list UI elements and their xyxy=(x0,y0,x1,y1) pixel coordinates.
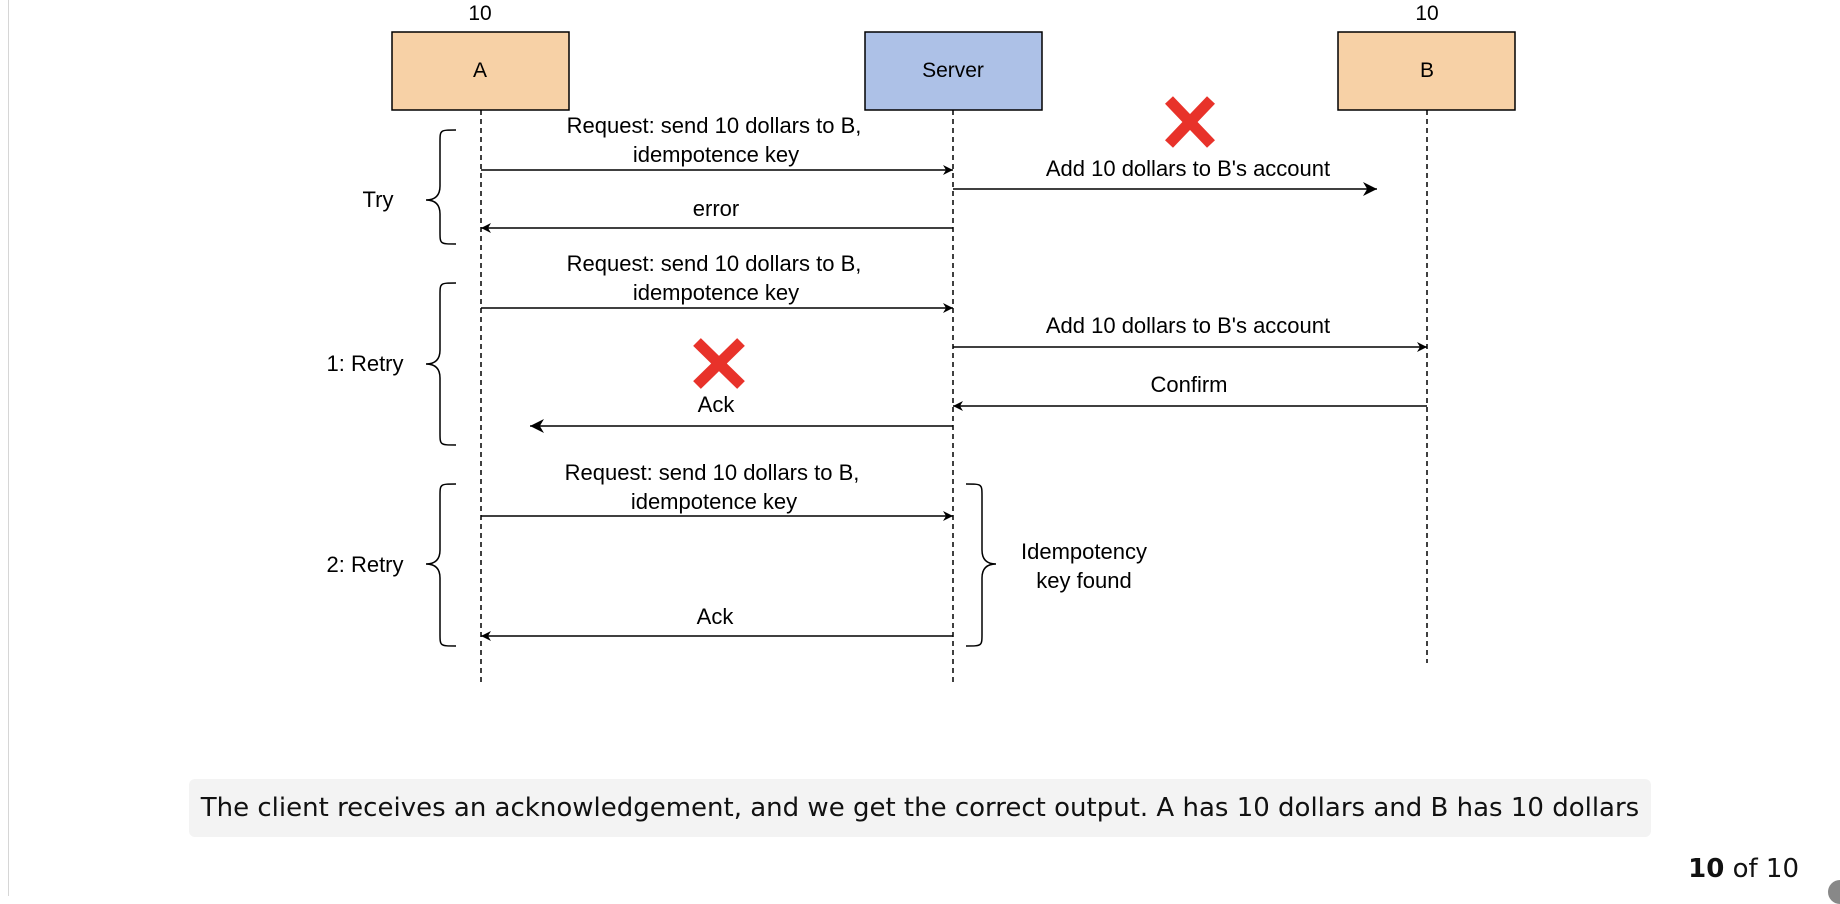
annotation-line1: Idempotency xyxy=(1021,539,1147,564)
msg-try-request-line1: Request: send 10 dollars to B, xyxy=(567,113,862,138)
msg-try-request-line2: idempotence key xyxy=(633,142,799,167)
msg-retry1-confirm: Confirm xyxy=(1150,372,1227,397)
participant-server-box xyxy=(864,31,1043,111)
slide-pager: 10 of 10 xyxy=(1688,854,1799,884)
participant-b-label: B xyxy=(1420,59,1434,82)
slide-caption: The client receives an acknowledgement, … xyxy=(189,779,1651,837)
participant-a-label: A xyxy=(473,59,487,82)
participant-b-balance: 10 xyxy=(1415,2,1438,25)
phase-label-try: Try xyxy=(363,187,394,212)
participant-server-label: Server xyxy=(922,59,984,82)
phase-label-retry1: 1: Retry xyxy=(326,351,403,376)
brace-idempotency xyxy=(965,483,997,647)
msg-retry1-add: Add 10 dollars to B's account xyxy=(1046,313,1330,338)
slide-frame xyxy=(8,0,1839,896)
brace-retry2 xyxy=(425,483,457,647)
pager-current: 10 xyxy=(1688,854,1725,884)
msg-try-add: Add 10 dollars to B's account xyxy=(1046,156,1330,181)
participant-a: A xyxy=(391,31,570,111)
msg-retry1-request-line2: idempotence key xyxy=(633,280,799,305)
failure-x-icon xyxy=(1165,96,1215,148)
scroll-handle[interactable] xyxy=(1828,880,1840,904)
pager-total: of 10 xyxy=(1732,854,1799,884)
msg-retry1-ack: Ack xyxy=(698,392,736,417)
annotation-line2: key found xyxy=(1036,568,1131,593)
msg-retry2-ack: Ack xyxy=(697,604,735,629)
msg-retry1-request-line1: Request: send 10 dollars to B, xyxy=(567,251,862,276)
participant-b: B xyxy=(1337,31,1516,111)
msg-retry2-request-line1: Request: send 10 dollars to B, xyxy=(565,460,860,485)
msg-retry2-request-line2: idempotence key xyxy=(631,489,797,514)
participant-a-balance: 10 xyxy=(468,2,491,25)
msg-try-error: error xyxy=(693,196,739,221)
brace-retry1 xyxy=(425,282,457,446)
phase-label-retry2: 2: Retry xyxy=(326,552,403,577)
participant-b-box xyxy=(1337,31,1516,111)
participant-server: Server xyxy=(864,31,1043,111)
caption-text: The client receives an acknowledgement, … xyxy=(200,793,1640,823)
failure-x-icon xyxy=(693,338,745,389)
brace-try xyxy=(425,129,457,245)
